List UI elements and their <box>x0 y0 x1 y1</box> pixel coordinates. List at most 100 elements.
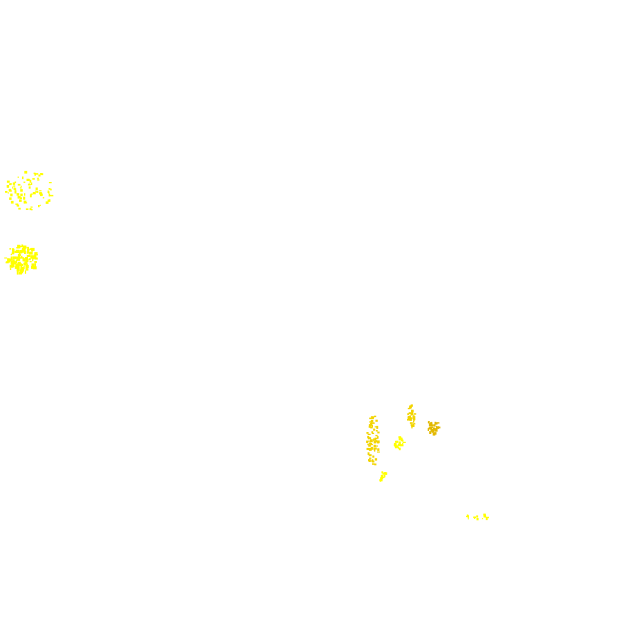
feature-speck <box>25 268 29 271</box>
feature-speck <box>17 176 19 178</box>
feature-speck <box>38 205 40 208</box>
feature-speck <box>434 432 437 435</box>
feature-speck <box>375 430 378 432</box>
feature-speck <box>397 447 400 449</box>
feature-speck <box>399 444 402 446</box>
feature-speck <box>373 440 377 444</box>
feature-speck <box>24 170 28 174</box>
feature-speck <box>24 257 28 260</box>
feature-speck <box>431 430 435 433</box>
feature-speck <box>12 256 17 260</box>
feature-speck <box>431 424 434 426</box>
feature-speck <box>374 426 378 428</box>
feature-speck <box>23 247 26 252</box>
feature-cluster-southeast-d <box>427 421 441 436</box>
feature-speck <box>12 259 15 262</box>
feature-speck <box>402 441 406 443</box>
feature-speck <box>400 444 404 447</box>
feature-speck <box>20 263 22 267</box>
feature-speck <box>484 515 486 518</box>
feature-cluster-southeast-a <box>366 415 380 466</box>
feature-speck <box>433 424 436 426</box>
feature-speck <box>435 422 438 425</box>
feature-speck <box>9 197 12 200</box>
feature-speck <box>429 427 432 430</box>
feature-speck <box>407 419 410 421</box>
feature-speck <box>436 422 440 424</box>
feature-speck <box>5 191 8 193</box>
feature-speck <box>17 183 21 186</box>
feature-speck <box>25 208 29 210</box>
feature-speck <box>23 262 27 266</box>
feature-speck <box>25 265 28 270</box>
feature-speck <box>27 184 31 186</box>
feature-speck <box>398 447 401 451</box>
feature-speck <box>19 199 22 202</box>
feature-speck <box>485 517 488 521</box>
feature-speck <box>369 417 373 420</box>
feature-speck <box>26 254 31 257</box>
feature-speck <box>16 256 21 260</box>
feature-speck <box>368 425 371 428</box>
feature-speck <box>374 447 377 450</box>
feature-speck <box>483 514 485 516</box>
feature-speck <box>436 426 440 428</box>
feature-speck <box>410 414 414 416</box>
feature-speck <box>366 440 369 443</box>
feature-speck <box>22 259 25 261</box>
feature-speck <box>429 422 433 425</box>
feature-speck <box>14 190 17 194</box>
feature-speck <box>372 463 375 465</box>
feature-speck <box>407 413 409 416</box>
feature-speck <box>35 254 38 256</box>
feature-speck <box>375 419 378 422</box>
feature-speck <box>367 440 371 442</box>
feature-speck <box>371 459 374 461</box>
feature-speck <box>19 271 22 275</box>
feature-speck <box>30 182 33 185</box>
feature-speck <box>35 187 38 190</box>
feature-speck <box>367 443 369 446</box>
feature-speck <box>39 190 42 192</box>
feature-speck <box>31 209 33 211</box>
feature-speck <box>7 258 10 263</box>
feature-speck <box>25 258 29 262</box>
feature-speck <box>24 251 26 254</box>
feature-speck <box>476 518 479 521</box>
feature-speck <box>483 514 486 518</box>
feature-cluster-west-upper <box>5 170 54 211</box>
feature-speck <box>481 518 484 520</box>
feature-speck <box>16 247 20 249</box>
feature-speck <box>29 248 34 250</box>
feature-speck <box>381 475 383 477</box>
feature-speck <box>6 180 10 183</box>
feature-cluster-southeast-c <box>407 404 417 429</box>
feature-speck <box>28 251 33 255</box>
feature-speck <box>17 254 21 258</box>
feature-speck <box>430 428 434 431</box>
feature-speck <box>395 445 399 448</box>
feature-speck <box>413 423 414 426</box>
feature-speck <box>23 196 26 200</box>
feature-speck <box>374 458 378 461</box>
feature-speck <box>29 208 32 211</box>
feature-speck <box>34 254 37 258</box>
feature-speck <box>12 265 15 267</box>
feature-speck <box>48 188 51 190</box>
feature-speck <box>24 270 27 274</box>
feature-speck <box>7 185 9 188</box>
feature-speck <box>20 257 24 259</box>
feature-speck <box>22 176 24 180</box>
feature-speck <box>431 426 434 428</box>
feature-speck <box>381 471 384 474</box>
feature-speck <box>19 187 22 189</box>
feature-speck <box>368 424 372 427</box>
feature-speck <box>29 194 32 198</box>
feature-speck <box>9 266 14 268</box>
feature-speck <box>476 515 479 518</box>
feature-speck <box>427 421 430 423</box>
feature-speck <box>14 251 18 253</box>
feature-speck <box>427 428 429 431</box>
feature-speck <box>395 440 399 443</box>
feature-speck <box>368 444 371 447</box>
